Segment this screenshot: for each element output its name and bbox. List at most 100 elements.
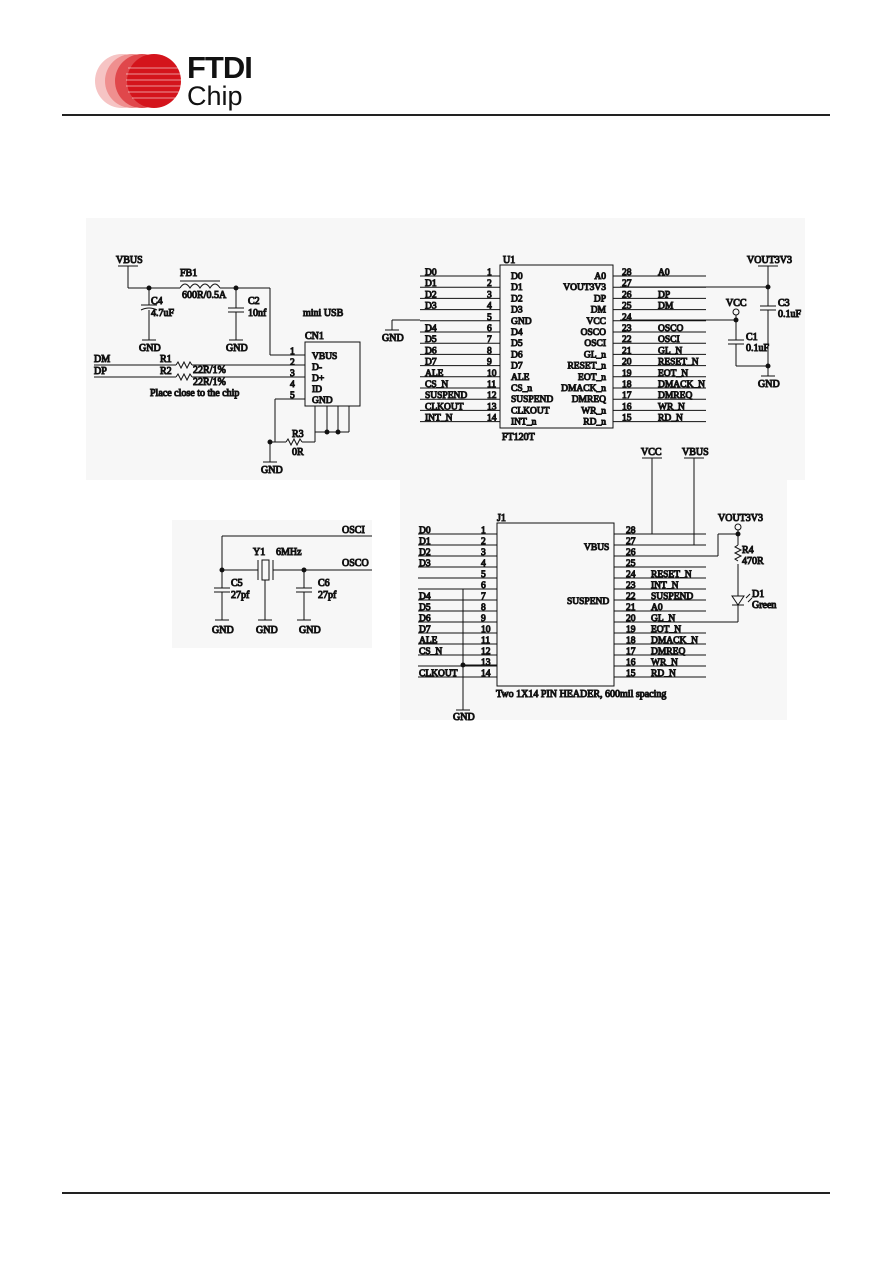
u1-pin-number: 10	[487, 369, 497, 379]
u1-net-label: DP	[658, 290, 670, 300]
cn1-pin-name: GND	[312, 396, 333, 406]
c6-ref: C6	[318, 578, 330, 589]
u1-pin-number: 25	[622, 302, 632, 312]
u1-pin-name: D3	[511, 306, 523, 316]
fb1-value: 600R/0.5A	[182, 290, 227, 301]
c1-value: 0.1uF	[746, 343, 770, 354]
r3-value: 0R	[292, 447, 304, 458]
j1-vbus-label: VBUS	[584, 543, 609, 553]
crystal-icon	[261, 559, 270, 581]
j1-pin-number: 7	[481, 592, 486, 602]
j1-net-label: DMACK_N	[651, 636, 698, 646]
j1-net-label: D6	[419, 614, 431, 624]
u1-pin-number: 16	[622, 402, 632, 412]
r1-ref: R1	[160, 354, 172, 365]
u1-net-label: A0	[658, 268, 670, 278]
cn1-pin-name: D+	[312, 374, 324, 384]
u1-pin-number: 18	[622, 380, 632, 390]
j1-pin-number: 20	[626, 614, 636, 624]
usb-input-section: VBUS FB1 600R/0.5A C4 4.7uF GND C2 10nf …	[94, 255, 361, 477]
j1-pin-number: 2	[481, 537, 486, 547]
c3-value: 0.1uF	[778, 309, 802, 320]
u1-pin-number: 1	[487, 268, 492, 278]
j1-net-label: D3	[419, 559, 431, 569]
ferrite-bead-icon	[179, 283, 221, 289]
j1-pin-number: 13	[481, 658, 491, 668]
brand-line2: Chip	[187, 81, 243, 111]
j1-net-label: D1	[419, 537, 431, 547]
j1-body	[496, 522, 615, 687]
gnd-label: GND	[261, 465, 283, 476]
j1-pin-number: 28	[626, 526, 636, 536]
c4-ref: C4	[151, 296, 163, 307]
gnd-label: GND	[453, 712, 475, 723]
u1-net-label: SUSPEND	[425, 391, 467, 401]
fb1-ref: FB1	[180, 268, 197, 279]
j1-pin-number: 12	[481, 647, 491, 657]
u1-pin-name: D2	[511, 294, 523, 304]
j1-pin-number: 19	[626, 625, 636, 635]
schematic-panel-xtal	[172, 520, 372, 648]
u1-pin-name: CS_n	[511, 384, 532, 394]
u1-pin-number: 2	[487, 279, 492, 289]
cn1-title: mini USB	[303, 308, 344, 319]
u1-net-label: D4	[425, 324, 437, 334]
u1-pin-name: D1	[511, 283, 523, 293]
resistor-icon	[733, 544, 743, 562]
u1-pin-number: 15	[622, 414, 632, 424]
j1-pin-number: 11	[481, 636, 490, 646]
j1-pin-number: 24	[626, 570, 636, 580]
u1-net-label: DMREQ	[658, 391, 692, 401]
j1-pin-number: 8	[481, 603, 486, 613]
u1-pin-name: GND	[511, 317, 532, 327]
dm-net-label: DM	[94, 354, 110, 365]
j1-pin-number: 3	[481, 548, 486, 558]
j1-pin-number: 17	[626, 647, 636, 657]
u1-pin-number: 28	[622, 268, 632, 278]
j1-pin-number: 15	[626, 669, 636, 679]
u1-pin-name: WR_n	[581, 406, 606, 416]
j1-caption: Two 1X14 PIN HEADER, 600mil spacing	[496, 689, 666, 700]
crystal-section: OSCI OSCO Y1 6MHz GND C5 27pf GND C6 27p…	[212, 525, 372, 637]
power-section: VOUT3V3 C3 0.1uF VCC C1 0.1uF GND	[620, 255, 802, 391]
u1-pin-name: VOUT3V3	[563, 283, 606, 293]
u1-pin-name: D0	[511, 272, 523, 282]
u1-pin-name: D4	[511, 328, 523, 338]
footer-rule	[62, 1192, 830, 1194]
c4-value: 4.7uF	[151, 308, 175, 319]
c2-ref: C2	[248, 296, 260, 307]
cn1-ref: CN1	[305, 331, 324, 342]
led-icon	[731, 595, 745, 606]
j1-net-label: D4	[419, 592, 431, 602]
led-vout3v3-label: VOUT3V3	[718, 513, 763, 524]
c5-value: 27pf	[231, 590, 250, 601]
j1-pin-number: 5	[481, 570, 486, 580]
u1-net-label: ALE	[425, 369, 444, 379]
r2-ref: R2	[160, 366, 172, 377]
u1-pin-name: D5	[511, 339, 523, 349]
u1-net-label: D3	[425, 302, 437, 312]
osci-net-label: OSCI	[342, 525, 365, 536]
j1-vcc-label: VCC	[641, 447, 662, 458]
u1-pin-number: 7	[487, 335, 492, 345]
r2-value: 22R/1%	[193, 377, 226, 388]
j1-pin-number: 10	[481, 625, 491, 635]
j1-pin-number: 1	[481, 526, 486, 536]
u1-pin-name: OSCI	[584, 339, 606, 349]
junction-dot	[324, 429, 330, 435]
j1-net-label: A0	[651, 603, 663, 613]
j1-pin-number: 25	[626, 559, 636, 569]
u1-pin-name: CLKOUT	[511, 406, 550, 416]
u1-pin-name: SUSPEND	[511, 395, 553, 405]
j1-pin-number: 26	[626, 548, 636, 558]
j1-ref: J1	[497, 513, 506, 524]
junction-dot	[335, 429, 341, 435]
u1-net-label: OSCO	[658, 324, 683, 334]
u1-pin-number: 8	[487, 346, 492, 356]
u1-pin-number: 5	[487, 313, 492, 323]
resistor-icon	[175, 360, 193, 370]
u1-net-label: DM	[658, 302, 674, 312]
brand-line1: FTDI	[187, 50, 253, 85]
u1-pin-number: 4	[487, 302, 492, 312]
